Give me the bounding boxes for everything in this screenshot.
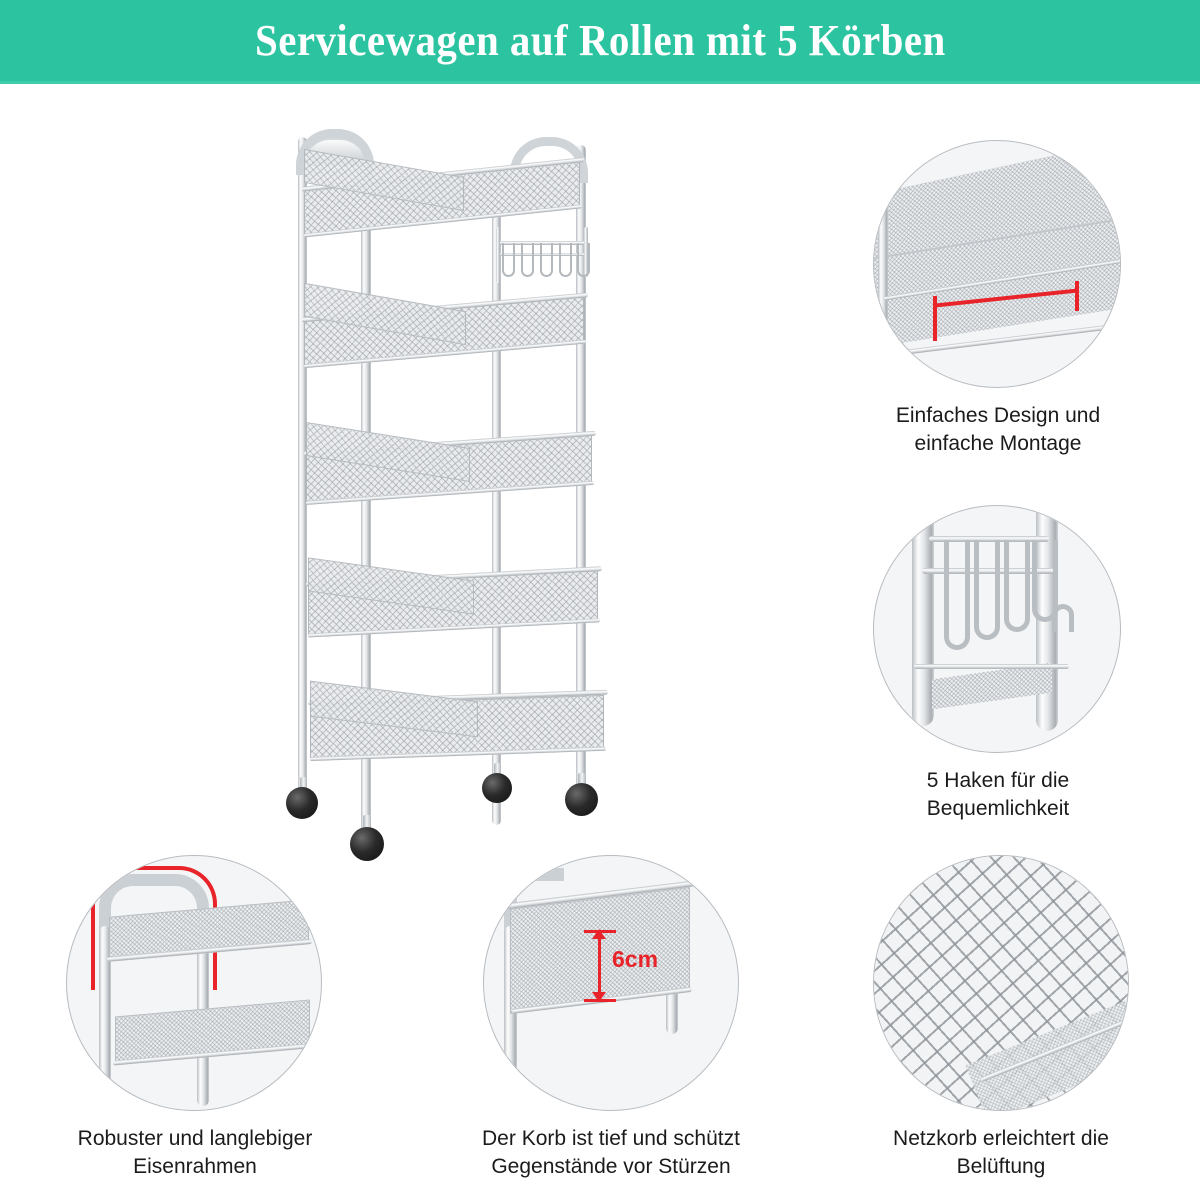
caption-line-1: Robuster und langlebiger (77, 1127, 313, 1150)
photo2-left-post (912, 506, 934, 726)
photo4-dimension-arrow-head-bottom (592, 992, 606, 1002)
callout-korb-tiefe-caption: Der Korb ist tief und schützt Gegenständ… (466, 1125, 756, 1180)
photo2-hook-1-icon (944, 540, 970, 650)
photo3-red-outline-arch (91, 866, 217, 936)
photo2-hook-5-icon (1052, 604, 1074, 632)
photo2-basket-rail (914, 664, 1069, 669)
photo3-frame-left-leg (99, 926, 111, 1106)
photo2-hook-3-icon (1004, 540, 1030, 632)
hook-2-icon (521, 243, 534, 277)
hook-rail (496, 227, 590, 289)
photo4-dimension-arrow-head-top (592, 929, 606, 939)
caption-line-1: Einfaches Design und (895, 404, 1101, 427)
caption-line-2: Gegenstände vor Stürzen (491, 1154, 731, 1178)
photo4-dimension-tick-top (584, 930, 616, 933)
photo1-red-support-right-leg (1075, 281, 1079, 311)
header-banner: Servicewagen auf Rollen mit 5 Körben (0, 0, 1200, 84)
photo4-dimension-tick-bottom (584, 999, 616, 1002)
caster-stem-front-left (363, 815, 371, 837)
caster-wheel-front-left (350, 827, 384, 861)
callout-fuenf-haken-photo (873, 505, 1121, 753)
photo4-dimension-arrow-shaft (598, 934, 601, 996)
caster-wheel-front-right (565, 783, 598, 816)
hook-rail-left-post (496, 227, 500, 283)
callout-einfaches-design: Einfaches Design und einfache Montage (873, 140, 1123, 457)
callout-eisenrahmen-photo (66, 855, 322, 1111)
callout-eisenrahmen-caption: Robuster und langlebiger Eisenrahmen (66, 1125, 324, 1180)
caption-line-1: Der Korb ist tief und schützt (482, 1127, 740, 1150)
photo2-hook-bar-upper (929, 536, 1049, 542)
frame-post-front-left (361, 160, 371, 850)
hook-rail-bar-lower (496, 253, 588, 256)
callout-einfaches-design-caption: Einfaches Design und einfache Montage (873, 402, 1123, 457)
photo3-red-outline-right (213, 928, 217, 990)
caster-stem-rear-right (494, 763, 501, 781)
caption-line-2: Bequemlichkeit (926, 796, 1070, 820)
handle-arch-left-tube (296, 129, 374, 175)
photo2-basket-mesh (932, 662, 1052, 710)
photo3-red-outline-left (91, 928, 95, 990)
callout-fuenf-haken: 5 Haken für die Bequemlichkeit (873, 505, 1123, 822)
callout-einfaches-design-photo (873, 140, 1121, 388)
callout-korb-tiefe: 6cm Der Korb ist tief und schützt Gegens… (466, 855, 756, 1180)
photo2-hook-4-icon (1032, 540, 1058, 622)
photo1-frame-post (878, 161, 888, 351)
photo2-hook-2-icon (974, 540, 1000, 640)
photo2-hook-bar-lower (922, 568, 1057, 574)
caster-wheel-rear-left (286, 787, 318, 819)
hook-4-icon (559, 243, 572, 277)
callout-netzkorb-caption: Netzkorb erleichtert die Belüftung (873, 1125, 1129, 1180)
caster-wheel-rear-right (482, 773, 512, 803)
caption-line-1: Netzkorb erleichtert die (893, 1127, 1109, 1150)
callout-fuenf-haken-caption: 5 Haken für die Bequemlichkeit (873, 767, 1123, 822)
page-title: Servicewagen auf Rollen mit 5 Körben (254, 16, 946, 65)
caption-line-2: Eisenrahmen (133, 1154, 257, 1178)
hook-3-icon (540, 243, 553, 277)
hook-rail-right-post (584, 227, 588, 277)
caption-line-1: 5 Haken für die (926, 769, 1070, 792)
callout-netzkorb-belueftung: Netzkorb erleichtert die Belüftung (873, 855, 1129, 1180)
frame-post-rear-left (298, 137, 307, 797)
frame-post-middle (492, 210, 501, 825)
callout-korb-tiefe-photo: 6cm (483, 855, 739, 1111)
photo4-dimension-label: 6cm (612, 946, 659, 972)
photo1-red-support-left-leg (933, 296, 937, 341)
product-image-cart (258, 115, 658, 861)
callout-netzkorb-photo (873, 855, 1129, 1111)
hook-1-icon (502, 243, 515, 277)
caption-line-2: Belüftung (956, 1154, 1046, 1178)
callout-eisenrahmen: Robuster und langlebiger Eisenrahmen (66, 855, 324, 1180)
caption-line-2: einfache Montage (914, 431, 1082, 455)
hook-5-icon (577, 243, 590, 277)
